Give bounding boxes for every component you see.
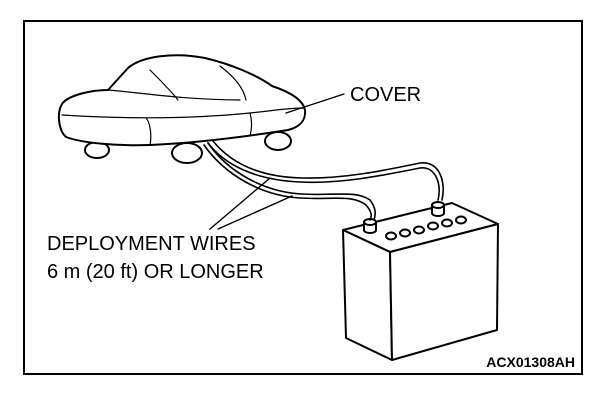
leader-lines: [209, 93, 345, 230]
deployment-wires: [203, 140, 444, 221]
cover-label: COVER: [350, 84, 422, 106]
covered-car-icon: [57, 54, 307, 164]
deployment-wires-label: DEPLOYMENT WIRES: [47, 233, 256, 255]
figure-code: ACX01308AH: [486, 354, 575, 370]
wire-length-label: 6 m (20 ft) OR LONGER: [47, 261, 264, 283]
figure-frame: [23, 20, 583, 375]
battery-icon: [342, 201, 499, 361]
